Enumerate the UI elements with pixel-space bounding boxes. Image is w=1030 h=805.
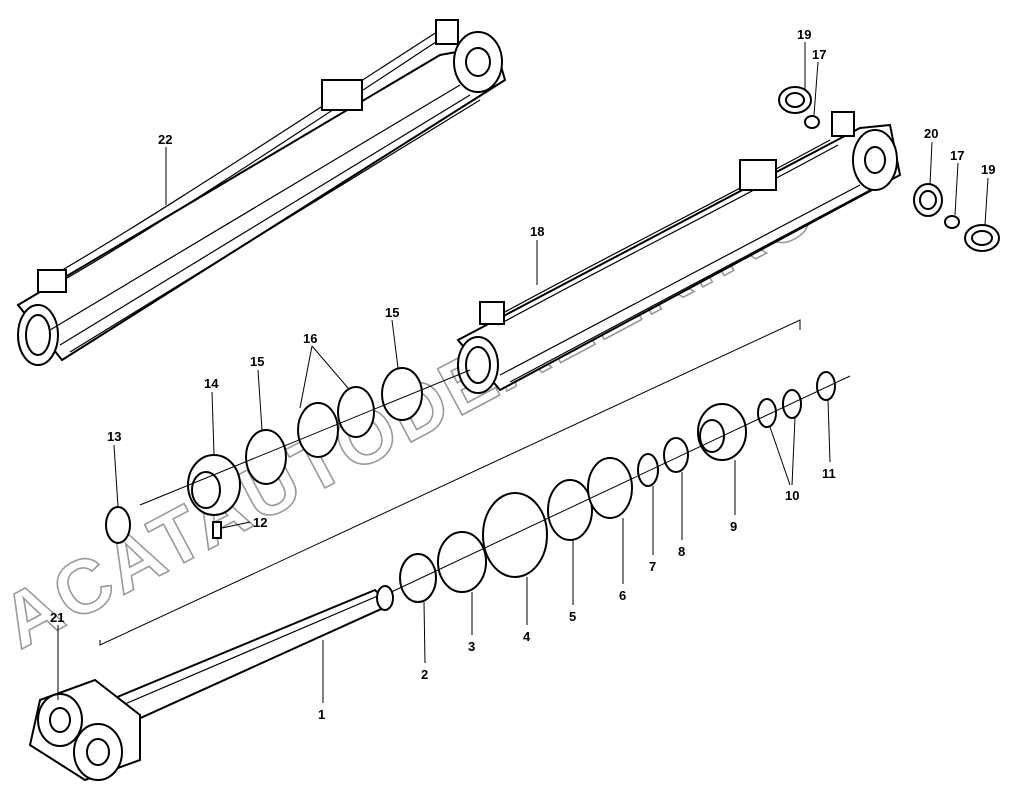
ring-7 [637, 453, 659, 487]
callout-13: 13 [107, 429, 121, 444]
cylinder-barrel-22 [16, 19, 507, 366]
seal-ring-16b [337, 386, 375, 438]
callout-10: 10 [785, 488, 799, 503]
seal-ring-17b [944, 215, 960, 229]
piston-rod-1 [108, 585, 394, 727]
gland-14 [187, 454, 241, 516]
rod-eye-21 [28, 678, 141, 782]
assembly-bracket [99, 319, 801, 646]
callout-6: 6 [619, 588, 626, 603]
seal-ring-15b [381, 367, 423, 421]
assembly-axis [384, 375, 851, 596]
ring-10a [757, 398, 777, 428]
callout-22: 22 [158, 132, 172, 147]
ring-10b [782, 389, 802, 419]
ring-4 [482, 492, 548, 578]
seal-ring-15a [245, 429, 287, 485]
callout-8: 8 [678, 544, 685, 559]
screw-12 [212, 521, 222, 539]
ring-6 [587, 457, 633, 519]
callout-3: 3 [468, 639, 475, 654]
callout-17-right: 17 [950, 148, 964, 163]
callout-7: 7 [649, 559, 656, 574]
callout-20: 20 [924, 126, 938, 141]
callout-21: 21 [50, 610, 64, 625]
callout-12: 12 [253, 515, 267, 530]
ring-5 [547, 479, 593, 541]
callout-16: 16 [303, 331, 317, 346]
fitting-19b [964, 224, 1000, 252]
callout-19-right: 19 [981, 162, 995, 177]
piston-9 [697, 403, 747, 461]
nut-11 [816, 371, 836, 401]
callout-11: 11 [822, 466, 836, 481]
callout-14: 14 [204, 376, 219, 391]
callout-18: 18 [530, 224, 544, 239]
seal-ring-16a [297, 402, 339, 458]
callout-9: 9 [730, 519, 737, 534]
leader-lines [57, 42, 989, 703]
callout-15-lower: 15 [250, 354, 264, 369]
ring-3 [437, 531, 487, 593]
bushing-20 [913, 183, 943, 217]
callout-1: 1 [318, 707, 325, 722]
cylinder-barrel-18 [456, 111, 902, 394]
o-ring-13 [105, 506, 131, 544]
callout-19-top: 19 [797, 27, 811, 42]
callout-15-upper: 15 [385, 305, 399, 320]
callout-4: 4 [523, 629, 531, 644]
ring-8 [663, 437, 689, 473]
callout-5: 5 [569, 609, 576, 624]
seal-ring-17a [804, 115, 820, 129]
callout-17-top: 17 [812, 47, 826, 62]
fitting-19a [778, 86, 812, 114]
callout-2: 2 [421, 667, 428, 682]
ring-2 [399, 553, 437, 603]
gland-axis [139, 369, 471, 506]
